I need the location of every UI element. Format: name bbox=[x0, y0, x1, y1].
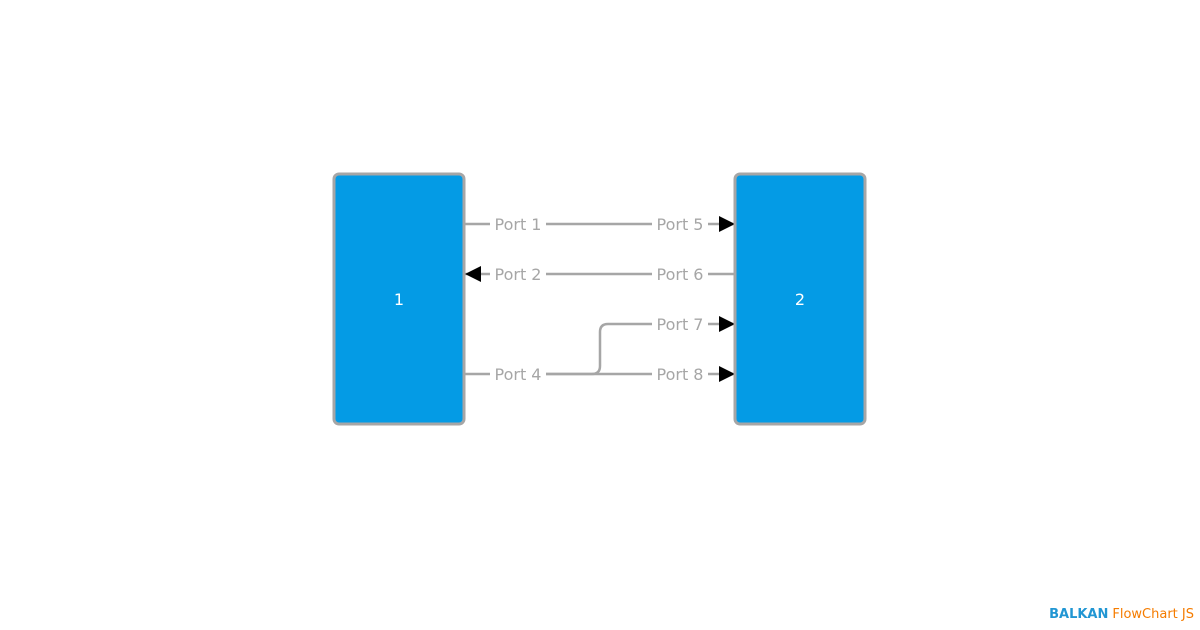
port-7-label[interactable]: Port 7 bbox=[657, 315, 704, 334]
port-4-label[interactable]: Port 4 bbox=[495, 365, 542, 384]
watermark-product: FlowChart JS bbox=[1112, 607, 1194, 622]
arrow-to-port5 bbox=[719, 216, 735, 232]
port-2-label[interactable]: Port 2 bbox=[495, 265, 542, 284]
arrow-to-port2 bbox=[465, 266, 481, 282]
node-1-box[interactable] bbox=[332, 172, 466, 426]
port-1-label[interactable]: Port 1 bbox=[495, 215, 542, 234]
node-1-label: 1 bbox=[394, 290, 404, 309]
watermark-brand: BALKAN bbox=[1049, 607, 1109, 622]
port-6-label[interactable]: Port 6 bbox=[657, 265, 704, 284]
node-2[interactable]: 2 bbox=[733, 172, 867, 426]
arrow-to-port7 bbox=[719, 316, 735, 332]
arrow-to-port8 bbox=[719, 366, 735, 382]
port-labels: Port 1 Port 2 Port 4 Port 5 Port 6 Port … bbox=[495, 215, 704, 384]
node-2-label: 2 bbox=[795, 290, 805, 309]
links bbox=[465, 216, 735, 382]
node-1[interactable]: 1 bbox=[332, 172, 466, 426]
node-2-box[interactable] bbox=[733, 172, 867, 426]
link-port4-port7-mid[interactable] bbox=[546, 322, 652, 376]
port-5-label[interactable]: Port 5 bbox=[657, 215, 704, 234]
port-8-label[interactable]: Port 8 bbox=[657, 365, 704, 384]
